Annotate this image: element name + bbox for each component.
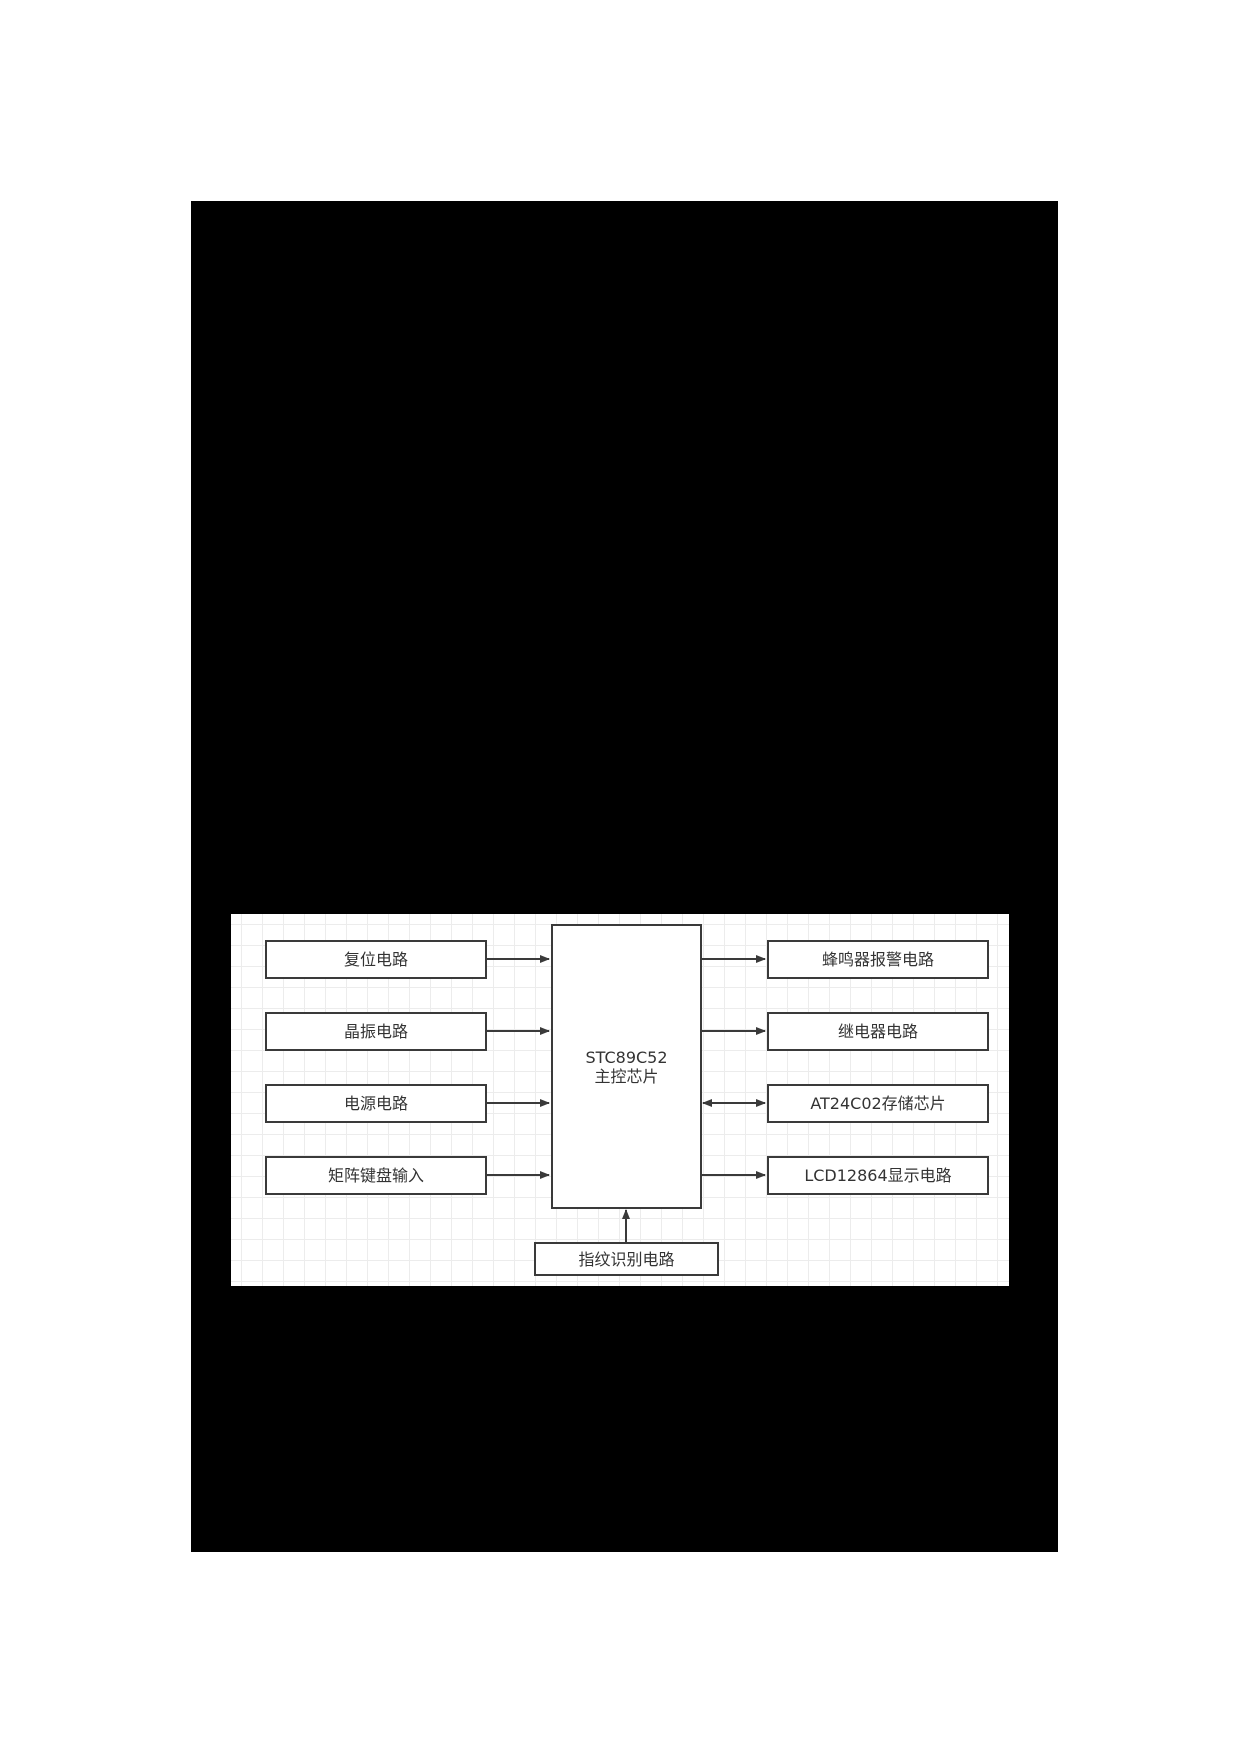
output-box-relay: 继电器电路: [767, 1012, 989, 1051]
input-box-power: 电源电路: [265, 1084, 487, 1123]
fingerprint-box: 指纹识别电路: [534, 1242, 719, 1276]
mcu-model: STC89C52: [585, 1047, 668, 1067]
input-label: 矩阵键盘输入: [327, 1166, 424, 1185]
output-label: LCD12864显示电路: [804, 1166, 952, 1185]
input-label: 电源电路: [343, 1094, 408, 1113]
mcu-description: 主控芯片: [594, 1066, 659, 1086]
input-box-keypad: 矩阵键盘输入: [265, 1156, 487, 1195]
output-box-eeprom: AT24C02存储芯片: [767, 1084, 989, 1123]
block-diagram: 复位电路 晶振电路 电源电路 矩阵键盘输入 STC89C52 主控芯片 蜂鸣器报…: [231, 914, 1009, 1286]
output-label: 蜂鸣器报警电路: [821, 950, 934, 969]
output-label: 继电器电路: [837, 1022, 918, 1041]
input-box-reset: 复位电路: [265, 940, 487, 979]
redaction-block: [191, 201, 1058, 1552]
output-box-buzzer: 蜂鸣器报警电路: [767, 940, 989, 979]
input-box-crystal: 晶振电路: [265, 1012, 487, 1051]
fingerprint-label: 指纹识别电路: [578, 1249, 675, 1269]
output-label: AT24C02存储芯片: [810, 1094, 946, 1113]
input-label: 晶振电路: [343, 1022, 408, 1041]
mcu-box: STC89C52 主控芯片: [551, 924, 702, 1209]
input-label: 复位电路: [343, 950, 408, 969]
output-box-lcd: LCD12864显示电路: [767, 1156, 989, 1195]
